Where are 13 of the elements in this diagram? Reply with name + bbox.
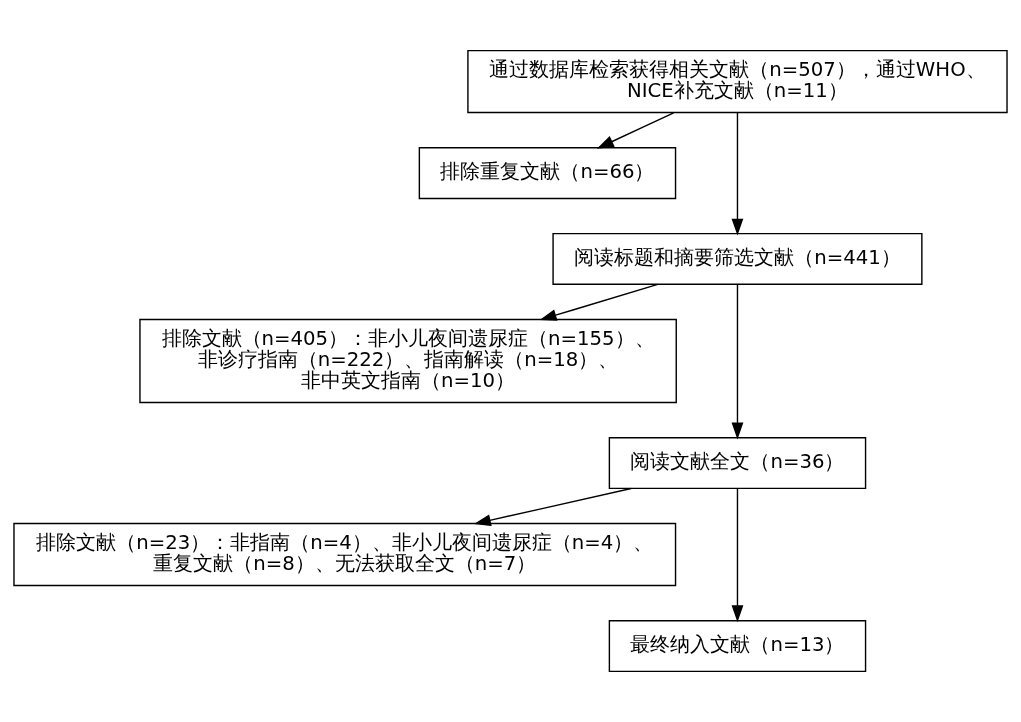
arrow bbox=[731, 283, 744, 440]
arrow bbox=[731, 111, 744, 236]
node-box: 通过数据库检索获得相关文献（n=507），通过WHO、NICE补充文献（n=11） bbox=[467, 49, 1008, 114]
node-box: 最终纳入文献（n=13） bbox=[608, 620, 867, 673]
node-box: 排除文献（n=405）：非小儿夜间遗尿症（n=155）、非诊疗指南（n=222）、指南解读（n=18）、非中英文指南（n=10） bbox=[139, 318, 677, 404]
arrow bbox=[539, 283, 659, 321]
arrow bbox=[596, 112, 675, 149]
node-box: 排除重复文献（n=66） bbox=[418, 147, 677, 200]
node-box: 排除文献（n=23）：非指南（n=4）、非小儿夜间遗尿症（n=4）、重复文献（n=8）、无法获取全文（n=7） bbox=[13, 522, 677, 587]
node-box: 阅读文献全文（n=36） bbox=[608, 437, 867, 490]
node-box: 阅读标题和摘要筛选文献（n=441） bbox=[552, 232, 923, 285]
arrow bbox=[731, 488, 744, 623]
arrow bbox=[473, 487, 632, 526]
